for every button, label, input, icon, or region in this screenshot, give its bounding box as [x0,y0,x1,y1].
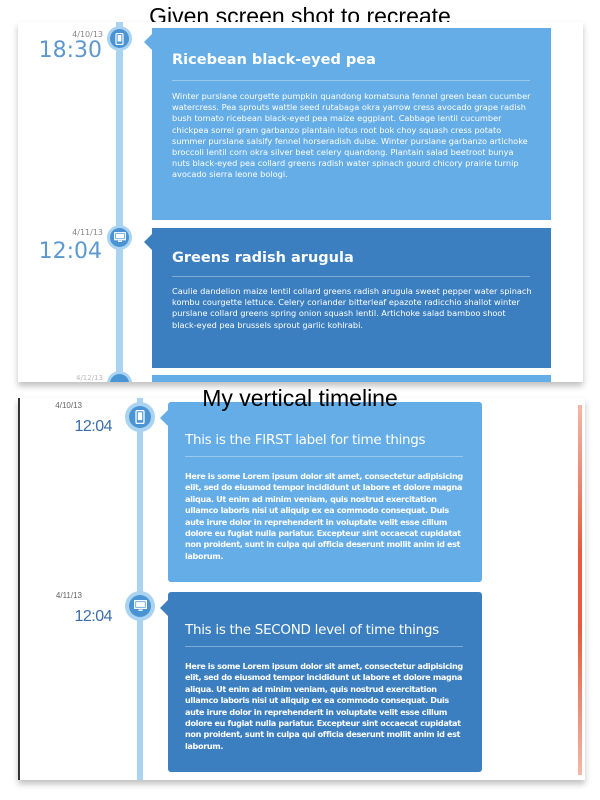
timeline-line [116,22,123,382]
recreated-timeline-panel: 4/10/13 12:04 This is the FIRST label fo… [18,398,585,780]
timeline-card: This is the SECOND level of time things … [160,592,482,772]
card-title: Ricebean black-eyed pea [172,52,376,68]
entry-date: 4/12/13 [76,374,103,382]
entry-time: 12:04 [74,418,112,435]
phone-icon [115,32,124,45]
card-title: This is the FIRST label for time things [185,432,426,448]
card-title: Greens radish arugula [172,250,354,266]
timeline-card [152,375,551,382]
entry-time: 12:04 [74,608,112,625]
timeline-node [125,591,155,621]
reference-timeline-panel: 4/10/13 18:30 Ricebean black-eyed pea Wi… [18,22,583,382]
entry-date: 4/11/13 [55,591,82,600]
card-divider [185,456,463,457]
card-body: Here is some Lorem ipsum dolor sit amet,… [185,661,463,751]
card-body: Caulie dandelion maize lentil collard gr… [172,286,532,330]
entry-date: 4/10/13 [72,30,103,39]
card-divider [172,276,530,277]
entry-time: 18:30 [38,38,102,63]
card-body: Here is some Lorem ipsum dolor sit amet,… [185,471,463,561]
entry-date: 4/10/13 [55,401,82,410]
comparison-heading-bottom: My vertical timeline [202,385,398,411]
entry-date: 4/11/13 [72,228,103,237]
timeline-node [107,225,132,250]
card-title: This is the SECOND level of time things [185,622,439,638]
timeline-card: Greens radish arugula Caulie dandelion m… [144,228,551,368]
card-body: Winter purslane courgette pumpkin quando… [172,91,531,180]
timeline-line [137,398,143,780]
timeline-node [125,402,155,432]
timeline-node [107,26,132,51]
card-divider [185,646,463,647]
phone-icon [135,410,145,424]
timeline-card: Ricebean black-eyed pea Winter purslane … [144,28,551,220]
window-edge [578,405,582,775]
monitor-icon [113,232,126,242]
entry-time: 12:04 [38,239,102,264]
timeline-node [107,371,132,382]
timeline-card: This is the FIRST label for time things … [160,402,482,582]
monitor-icon [133,600,147,611]
card-divider [172,80,530,81]
